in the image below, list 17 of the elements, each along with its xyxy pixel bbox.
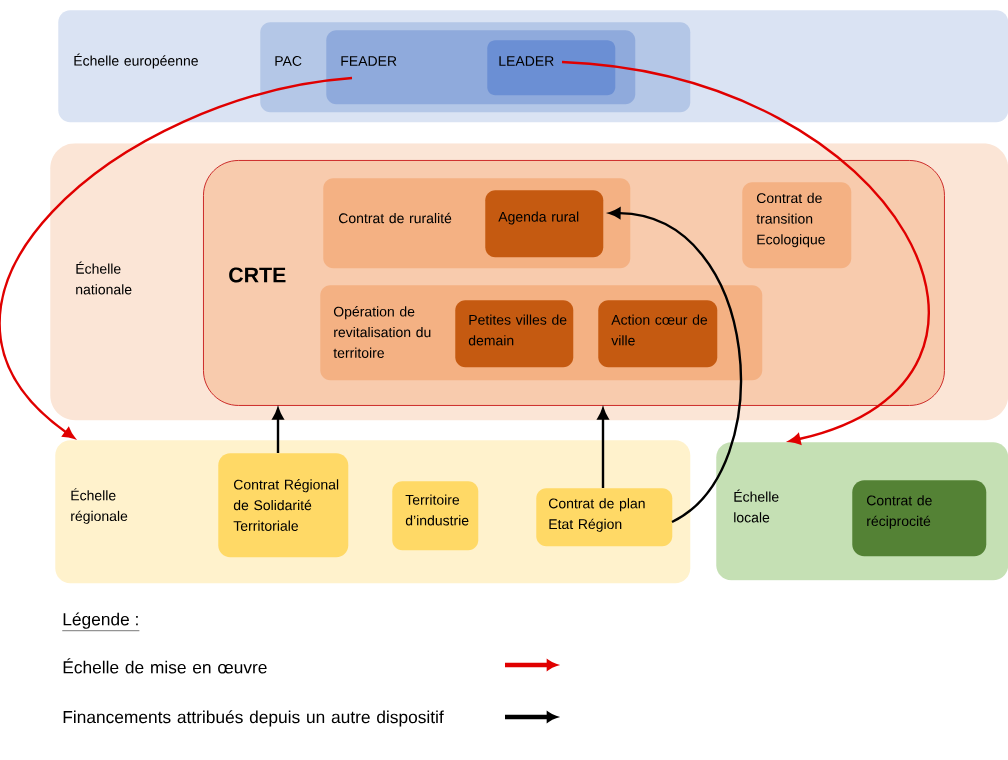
arrow xyxy=(0,76,353,439)
program-box: LEADER xyxy=(487,40,616,96)
program-box: Contrat Régional de Solidarité Territoriale xyxy=(218,453,349,558)
arrow xyxy=(272,407,284,453)
legend-heading: Légende : xyxy=(62,612,140,631)
program-box: Contrat de plan Etat Région xyxy=(536,488,673,547)
program-box: Action cœur de ville xyxy=(598,300,718,368)
program-box: Petites villes de demain xyxy=(455,300,574,368)
legend-text: Échelle de mise en œuvre xyxy=(63,658,267,674)
arrow xyxy=(608,207,743,523)
legend-text: Financements attribués depuis un autre dispositif xyxy=(63,710,444,727)
program-box: Agenda rural xyxy=(485,190,604,258)
arrow xyxy=(597,407,609,488)
program-box: Contrat de transition Ecologique xyxy=(742,182,852,269)
arrow xyxy=(561,60,930,445)
program-box: Contrat de réciprocité xyxy=(852,480,987,557)
program-box: Territoire d’industrie xyxy=(392,481,479,551)
